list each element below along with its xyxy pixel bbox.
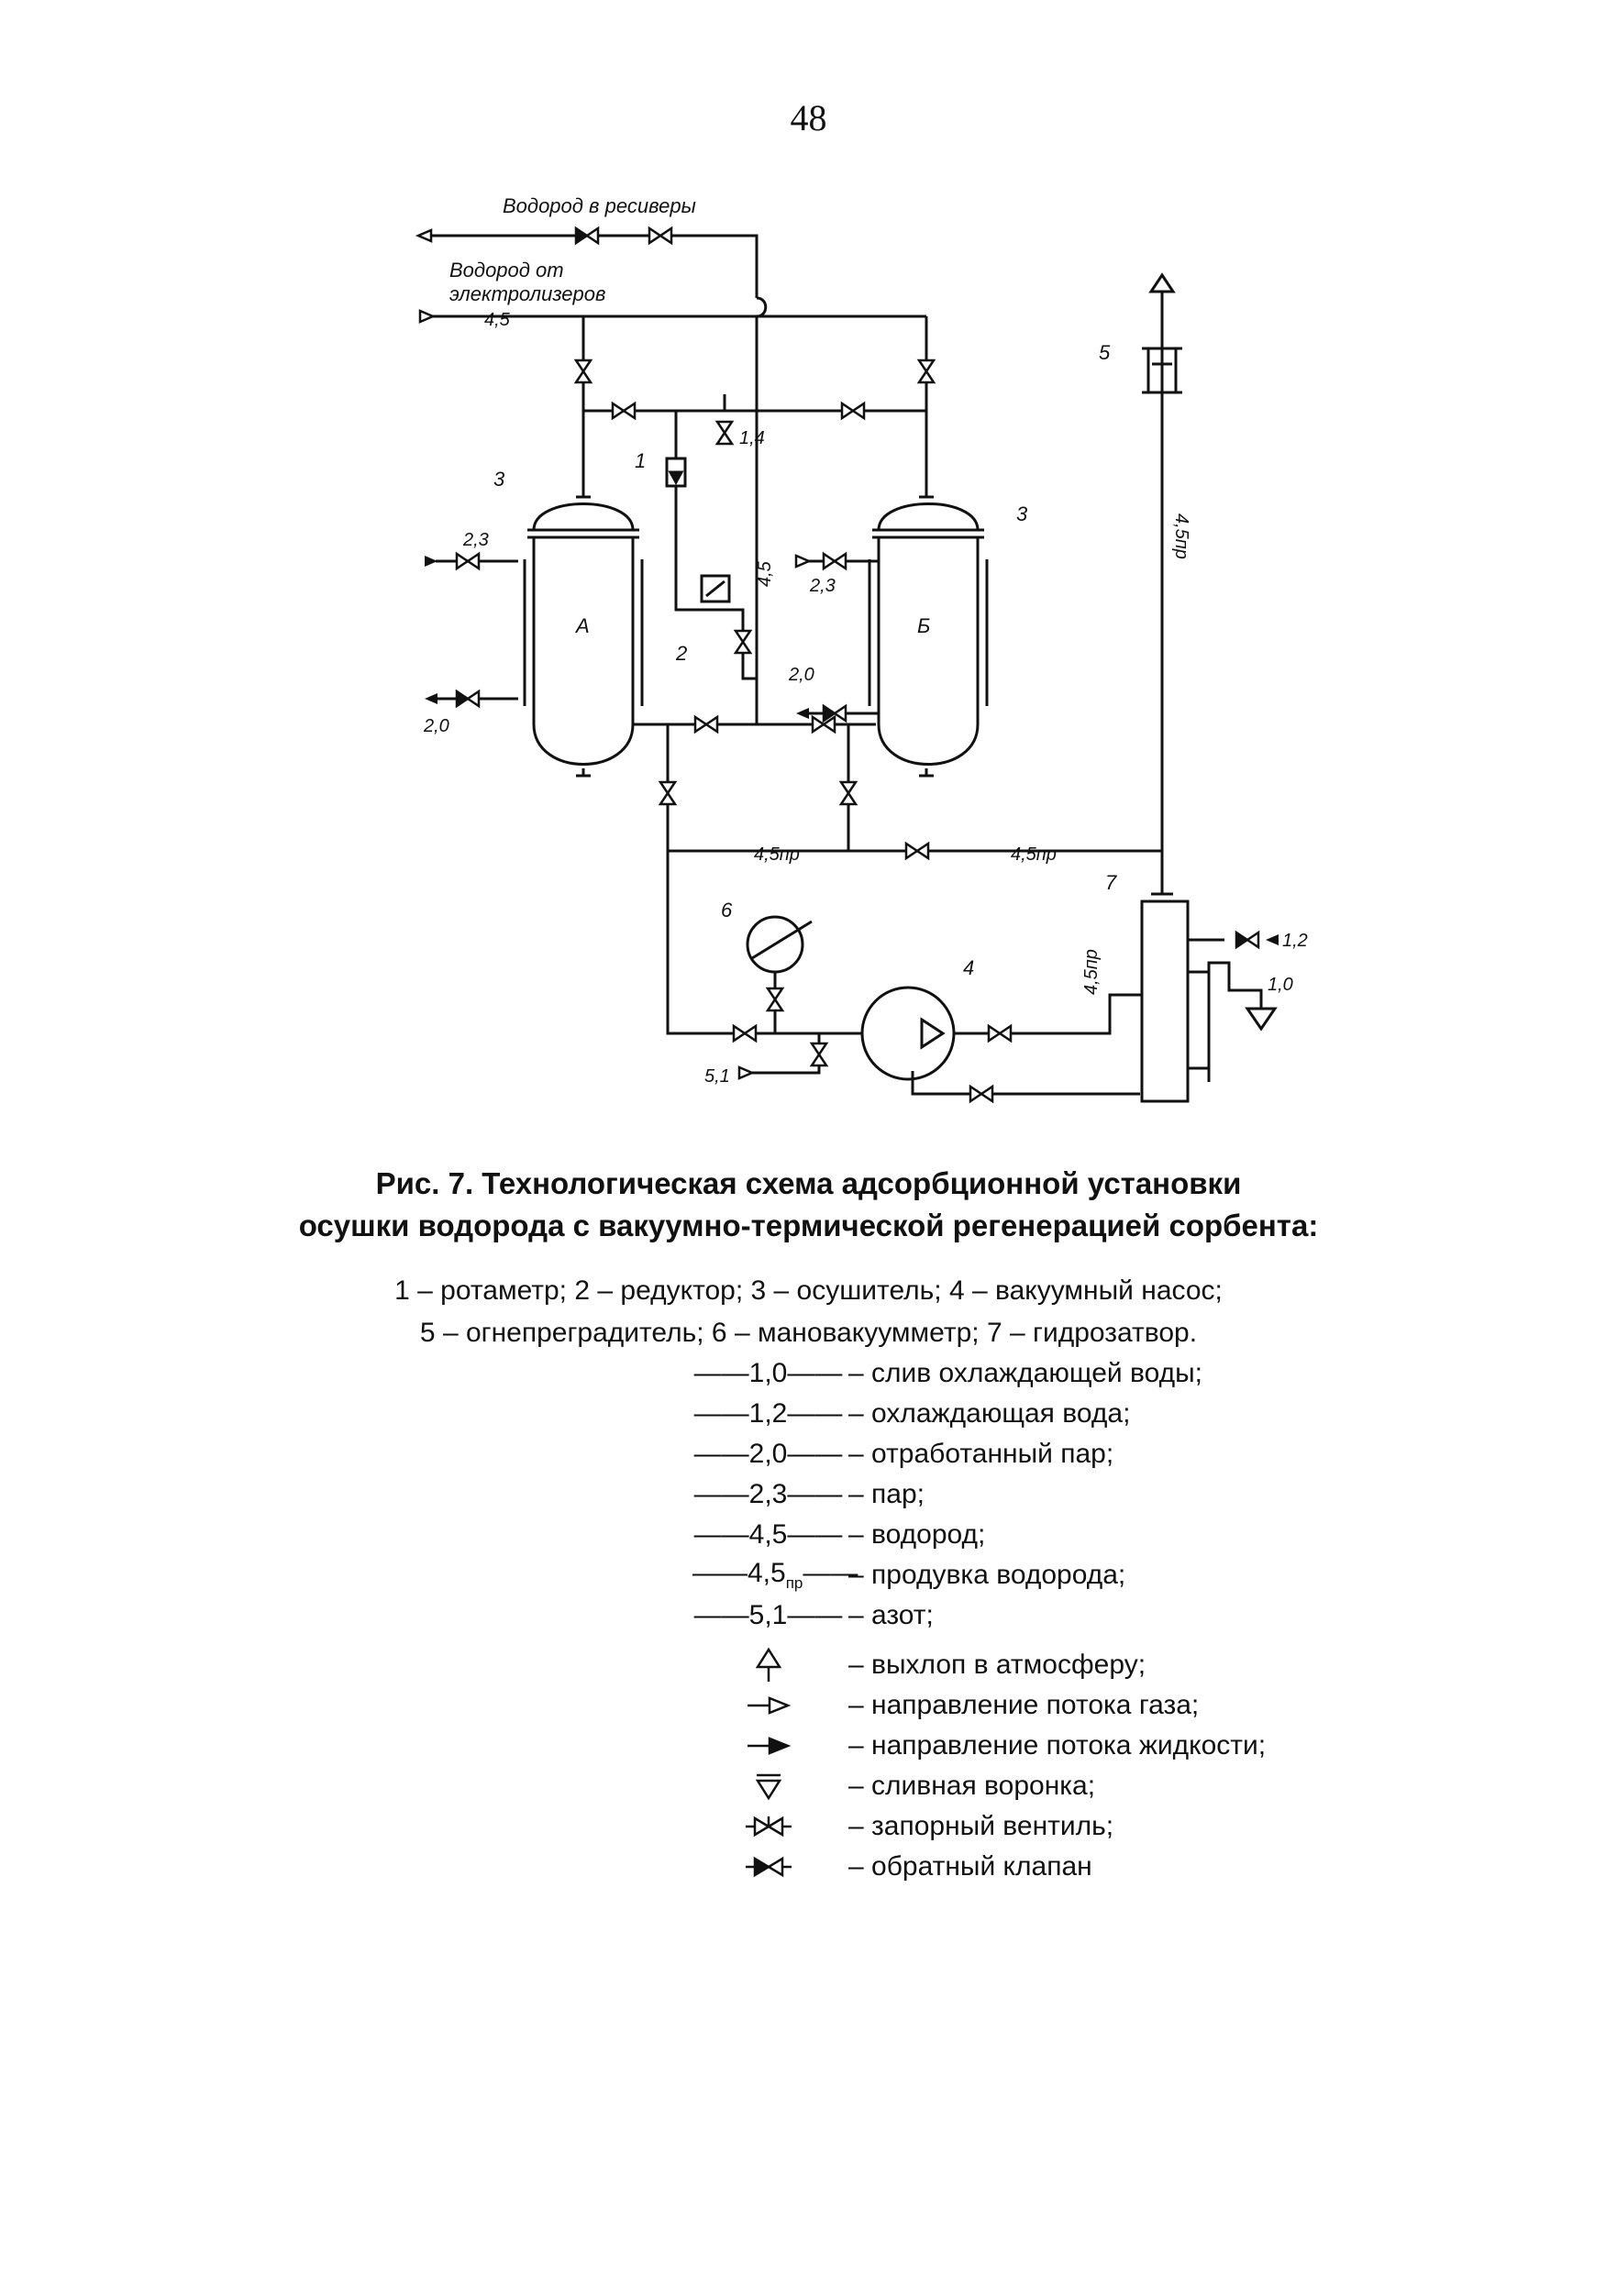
legend-line-symbol: ——5,1—— [693, 1600, 843, 1630]
label-line-23-b: 2,3 [809, 576, 836, 596]
check-valve-icon [692, 1854, 844, 1880]
liquid-flow-direction-icon [692, 1735, 844, 1757]
label-line-20-b: 2,0 [788, 665, 814, 685]
gas-inlet-arrow-icon [418, 309, 437, 324]
label-item-1: 1 [635, 449, 646, 472]
legend-row: – направление потока газа; [692, 1687, 1518, 1724]
legend-row: ——4,5—— – водород; [692, 1517, 1518, 1553]
legend-row: ——4,5пр—— – продувка водорода; [692, 1557, 1518, 1594]
legend-row: ——1,2—— – охлаждающая вода; [692, 1396, 1518, 1432]
label-vessel-b: Б [917, 614, 930, 637]
vacuum-pump [860, 986, 956, 1081]
exhaust-to-atmosphere-icon [692, 1647, 844, 1683]
valves [449, 226, 1260, 1103]
cooling-water-arrow-icon [1266, 934, 1279, 945]
exhaust-arrow-icon [1148, 272, 1176, 293]
label-h2-from-electrolyzers-2: электролизеров [449, 282, 606, 305]
shutoff-valve-icon [692, 1814, 844, 1839]
label-line-14: 1,4 [739, 428, 765, 448]
legend-line-symbol: ——1,0—— [693, 1358, 843, 1388]
legend-row: – обратный клапан [692, 1849, 1518, 1885]
label-h2-to-receivers: Водород в ресиверы [503, 194, 696, 217]
label-line-10: 1,0 [1268, 975, 1293, 995]
parts-line-2: 5 – огнепреградитель; 6 – мановакуумметр… [419, 1318, 1198, 1348]
label-item-3-a: 3 [493, 468, 505, 491]
legend-description: – азот; [848, 1600, 934, 1630]
label-item-2: 2 [675, 642, 687, 665]
drain-funnel-icon [1245, 1007, 1278, 1032]
legend-description: – отработанный пар; [848, 1439, 1114, 1469]
label-item-3-b: 3 [1016, 502, 1028, 525]
legend-line-symbol: ——4,5пр—— [692, 1558, 858, 1592]
label-line-23-a: 2,3 [462, 530, 489, 550]
label-line-45pr-4: 4,5пр [1081, 949, 1102, 995]
legend-description: – пар; [848, 1479, 925, 1509]
caption-line-1: Рис. 7. Технологическая схема адсорбцион… [375, 1166, 1242, 1200]
legend-line-symbol: ——4,5—— [693, 1519, 843, 1550]
legend-description: – продувка водорода; [848, 1560, 1126, 1590]
steam-inlet-arrow-a-icon [425, 556, 437, 567]
nitrogen-inlet-arrow-icon [737, 1065, 756, 1080]
legend-description: – направление потока газа; [848, 1690, 1200, 1720]
legend-row: – направление потока жидкости; [692, 1728, 1518, 1764]
label-item-7: 7 [1105, 871, 1117, 894]
dryer-vessel-a [523, 495, 644, 778]
condensate-arrow-a-icon [425, 693, 437, 704]
label-line-45pr-3: 4,5пр [1171, 513, 1191, 559]
legend-line-symbol: ——1,2—— [693, 1398, 843, 1429]
pressure-reducer [700, 574, 731, 612]
vacuum-gauge [746, 915, 813, 986]
label-line-45pr-2: 4,5пр [1011, 844, 1057, 865]
steam-inlet-arrow-b-icon [794, 554, 813, 568]
legend-line-symbol: ——2,0—— [693, 1439, 843, 1469]
parts-list: 1 – ротаметр; 2 – редуктор; 3 – осушител… [0, 1270, 1617, 1354]
legend-description: – запорный вентиль; [848, 1811, 1114, 1841]
label-line-45-bypass: 4,5 [755, 560, 775, 587]
hydraulic-seal [1140, 892, 1190, 1103]
label-h2-from-electrolyzers-1: Водород от [449, 259, 564, 281]
parts-line-1: 1 – ротаметр; 2 – редуктор; 3 – осушител… [394, 1275, 1223, 1306]
legend-row: ——2,3—— – пар; [692, 1476, 1518, 1513]
legend-row: ——5,1—— – азот; [692, 1597, 1518, 1634]
label-line-51: 5,1 [704, 1066, 730, 1087]
legend-row: – выхлоп в атмосферу; [692, 1647, 1518, 1683]
label-item-4: 4 [963, 956, 974, 979]
label-line-12: 1,2 [1282, 931, 1308, 951]
figure-caption: Рис. 7. Технологическая схема адсорбцион… [0, 1163, 1617, 1247]
legend-row: – сливная воронка; [692, 1768, 1518, 1805]
process-scheme: Водород в ресиверы Водород от электролиз… [415, 194, 1308, 1103]
label-line-45-inlet: 4,5 [484, 310, 511, 330]
legend-row: ——2,0—— – отработанный пар; [692, 1436, 1518, 1473]
label-line-20-a: 2,0 [423, 716, 449, 736]
label-item-6: 6 [721, 899, 733, 922]
legend-description: – охлаждающая вода; [848, 1398, 1131, 1429]
gas-flow-direction-icon [692, 1694, 844, 1716]
rotameter [665, 457, 687, 488]
label-line-45pr-1: 4,5пр [754, 844, 800, 865]
legend-description: – слив охлаждающей воды; [848, 1358, 1203, 1388]
condensate-arrow-b-icon [796, 708, 809, 719]
legend-description: – водород; [848, 1519, 986, 1550]
legend-line-symbol: ——2,3—— [693, 1479, 843, 1509]
dryer-vessel-b [868, 495, 989, 778]
legend-row: ——1,0—— – слив охлаждающей воды; [692, 1355, 1518, 1392]
gas-outlet-arrow-icon [415, 228, 433, 243]
drain-funnel-icon [692, 1772, 844, 1801]
legend-row: – запорный вентиль; [692, 1808, 1518, 1845]
legend-description: – выхлоп в атмосферу; [848, 1650, 1146, 1680]
label-vessel-a: А [574, 614, 590, 637]
legend-description: – обратный клапан [848, 1851, 1092, 1882]
legend-description: – сливная воронка; [848, 1771, 1096, 1801]
page-number: 48 [790, 97, 827, 138]
legend-description: – направление потока жидкости; [848, 1730, 1267, 1761]
label-item-5: 5 [1099, 341, 1111, 364]
caption-line-2: осушки водорода с вакуумно-термической р… [298, 1209, 1319, 1242]
